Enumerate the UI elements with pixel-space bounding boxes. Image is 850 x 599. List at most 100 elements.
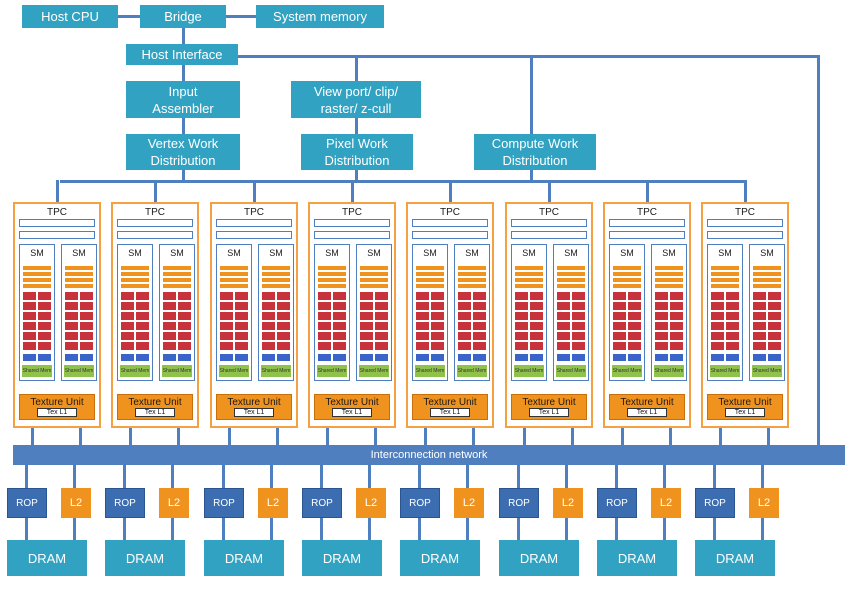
sp-core (515, 312, 528, 320)
sp-core (670, 312, 683, 320)
wire-rop-to-dram (222, 517, 225, 541)
sp-core (753, 292, 766, 300)
dram-module: DRAM (204, 540, 284, 576)
sp-core (333, 342, 346, 350)
sp-core (572, 332, 585, 340)
shared-memory: Shared Mem (457, 365, 487, 377)
sp-core (136, 292, 149, 300)
sp-core (711, 302, 724, 310)
sp-core (65, 292, 78, 300)
wire-bus-to-tpc (449, 180, 452, 204)
sfu-unit (235, 354, 248, 361)
sp-core (333, 302, 346, 310)
sp-core (318, 332, 331, 340)
texture-unit-label: Texture Unit (30, 397, 84, 408)
wire-bridge-memory (226, 15, 256, 18)
sp-core (23, 312, 36, 320)
sp-core (726, 312, 739, 320)
wire-interconnect-to-rop (713, 464, 716, 489)
l2-cache: L2 (651, 488, 681, 518)
sp-core (655, 342, 668, 350)
tex-l1-cache: Tex L1 (725, 408, 765, 417)
wire-tpc-to-interconnect-left (523, 426, 526, 446)
host-cpu-box: Host CPU (22, 5, 118, 28)
sp-core (262, 292, 275, 300)
sp-core (333, 312, 346, 320)
sfu-unit (557, 354, 570, 361)
sp-core (136, 312, 149, 320)
sp-core (458, 302, 471, 310)
instruction-cache-stripe (416, 284, 444, 288)
instruction-cache-stripe (262, 284, 290, 288)
wire-tpc-to-interconnect-left (621, 426, 624, 446)
instruction-cache-stripe (557, 266, 585, 270)
instruction-cache-stripe (613, 284, 641, 288)
wire-host-to-input (182, 65, 185, 81)
sp-core (726, 292, 739, 300)
wire-bus-to-tpc (253, 180, 256, 204)
sp-core (318, 292, 331, 300)
sp-core (80, 312, 93, 320)
sp-core (753, 342, 766, 350)
wire-viewport-to-pixel (355, 118, 358, 134)
texture-unit-label: Texture Unit (423, 397, 477, 408)
l2-cache: L2 (749, 488, 779, 518)
instruction-cache-stripe (753, 284, 781, 288)
sp-core (220, 342, 233, 350)
wire-l2-to-dram (73, 517, 76, 541)
sp-core (572, 302, 585, 310)
shared-memory: Shared Mem (556, 365, 586, 377)
sfu-unit (80, 354, 93, 361)
wire-l2-to-dram (466, 517, 469, 541)
sp-core (613, 322, 626, 330)
shared-memory: Shared Mem (162, 365, 192, 377)
sp-core (80, 322, 93, 330)
instruction-cache-stripe (318, 272, 346, 276)
pixel-work-label: Pixel Work Distribution (324, 136, 390, 168)
wire-tpc-to-interconnect-left (326, 426, 329, 446)
tex-l1-cache: Tex L1 (627, 408, 667, 417)
sp-core (726, 322, 739, 330)
wire-host-to-compute (530, 55, 533, 135)
sp-core (628, 302, 641, 310)
sp-core (655, 302, 668, 310)
wire-l2-to-dram (368, 517, 371, 541)
tpc-label: TPC (47, 207, 67, 218)
tpc-label: TPC (244, 207, 264, 218)
sm-label: SM (367, 248, 381, 258)
vertex-work-distribution-box: Vertex Work Distribution (126, 134, 240, 170)
instruction-cache-stripe (655, 266, 683, 270)
sp-core (65, 332, 78, 340)
sfu-unit (262, 354, 275, 361)
sp-core (711, 322, 724, 330)
wire-tpc-to-interconnect-right (767, 426, 770, 446)
sp-core (431, 342, 444, 350)
l2-cache: L2 (356, 488, 386, 518)
pixel-work-distribution-box: Pixel Work Distribution (301, 134, 413, 170)
sp-core (530, 332, 543, 340)
instruction-cache-stripe (557, 272, 585, 276)
viewport-box: View port/ clip/ raster/ z-cull (291, 81, 421, 118)
sp-core (711, 332, 724, 340)
sp-core (530, 302, 543, 310)
instruction-cache-stripe (416, 278, 444, 282)
shared-memory: Shared Mem (710, 365, 740, 377)
wire-rop-to-dram (615, 517, 618, 541)
sp-core (458, 322, 471, 330)
sp-core (768, 322, 781, 330)
instruction-cache-stripe (711, 278, 739, 282)
sp-core (473, 302, 486, 310)
interconnect-label: Interconnection network (370, 449, 488, 461)
dram-module: DRAM (105, 540, 185, 576)
sp-core (613, 292, 626, 300)
tex-l1-cache: Tex L1 (529, 408, 569, 417)
sp-core (416, 312, 429, 320)
sfu-unit (458, 354, 471, 361)
sm-label: SM (522, 248, 536, 258)
wire-tpc-to-interconnect-right (571, 426, 574, 446)
sp-core (235, 292, 248, 300)
